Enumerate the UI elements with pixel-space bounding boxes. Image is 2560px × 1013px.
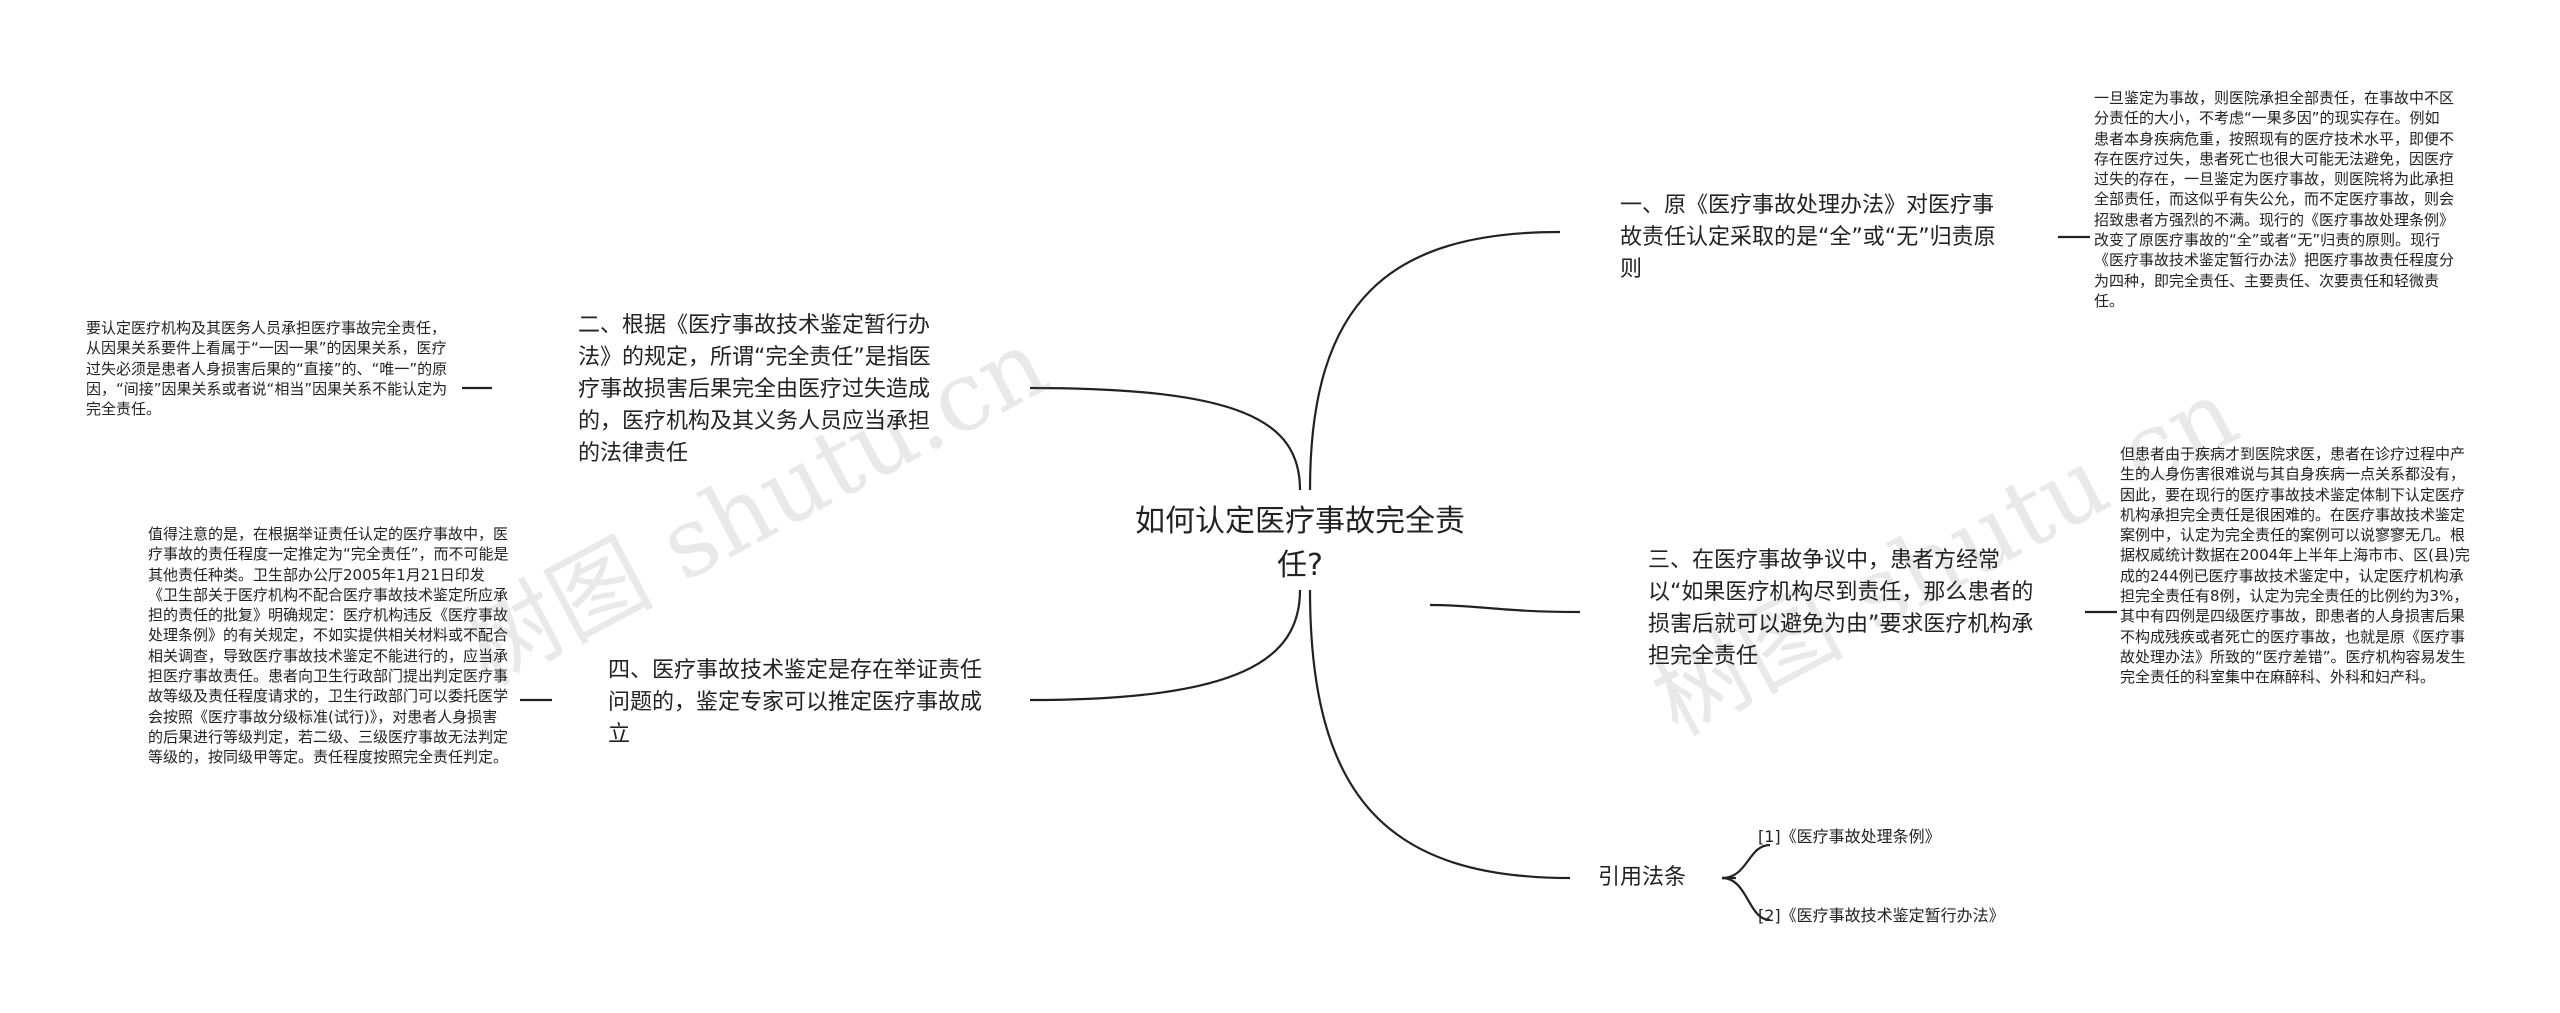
connector-b5 xyxy=(1308,589,1571,880)
branch-4[interactable]: 四、医疗事故技术鉴定是存在举证责任问题的，鉴定专家可以推定医疗事故成立 xyxy=(608,658,983,747)
connector-ref-bracket xyxy=(1721,843,1771,880)
connector-ref-bracket-2 xyxy=(1721,876,1771,922)
branch-3[interactable]: 三、在医疗事故争议中，患者方经常以“如果医疗机构尽到责任，那么患者的损害后就可以… xyxy=(1648,548,2034,669)
leaf-3[interactable]: 但患者由于疾病才到医院求医，患者在诊疗过程中产生的人身伤害很难说与其自身疾病一点… xyxy=(2120,445,2470,687)
leaf-1[interactable]: 一旦鉴定为事故，则医院承担全部责任，在事故中不区分责任的大小，不考虑“一果多因”… xyxy=(2094,89,2455,310)
leaf-4[interactable]: 值得注意的是，在根据举证责任认定的医疗事故中，医疗事故的责任程度一定推定为“完全… xyxy=(148,525,509,767)
connector-b1 xyxy=(1308,230,1561,491)
branch-5-references[interactable]: 引用法条 xyxy=(1598,865,1687,890)
connector-b2 xyxy=(1029,386,1302,491)
branch-1[interactable]: 一、原《医疗事故处理办法》对医疗事故责任认定采取的是“全”或“无”归责原则 xyxy=(1620,193,1996,282)
reference-1[interactable]: [1]《医疗事故处理条例》 xyxy=(1758,827,1941,846)
reference-2[interactable]: [2]《医疗事故技术鉴定暂行办法》 xyxy=(1758,906,2005,925)
connector-b4 xyxy=(1029,589,1302,702)
branch-2[interactable]: 二、根据《医疗事故技术鉴定暂行办法》的规定，所谓“完全责任”是指医疗事故损害后果… xyxy=(578,313,931,466)
connector-b3 xyxy=(1429,603,1581,614)
leaf-2[interactable]: 要认定医疗机构及其医务人员承担医疗事故完全责任，从因果关系要件上看属于“一因一果… xyxy=(86,319,448,419)
central-topic[interactable]: 如何认定医疗事故完全责任? xyxy=(1135,504,1465,583)
